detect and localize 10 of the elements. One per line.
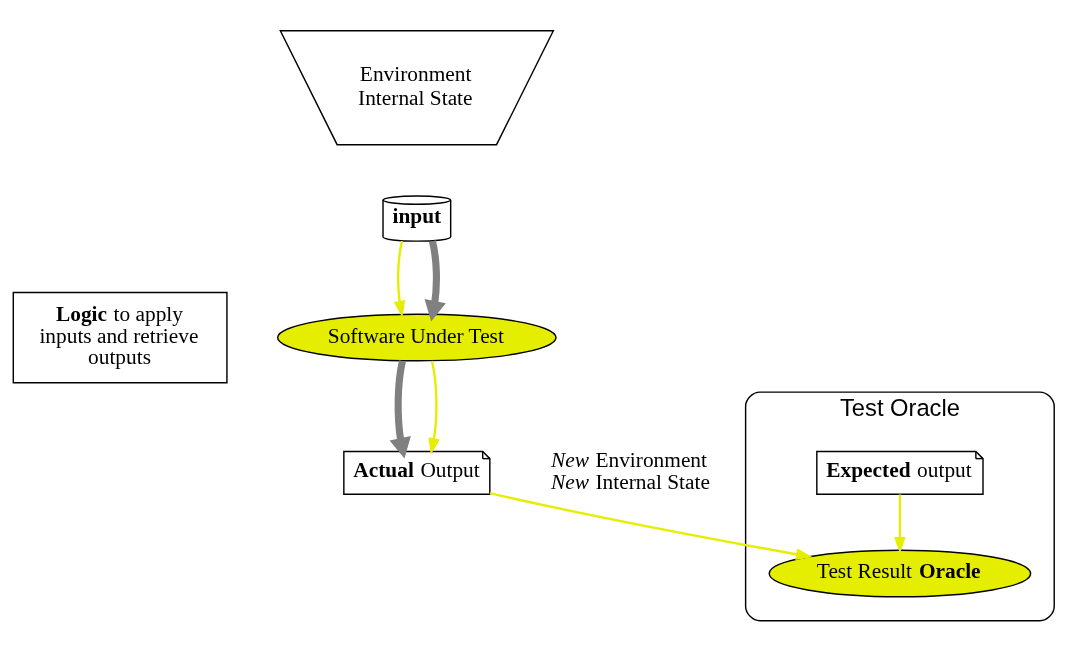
arrow xyxy=(424,239,446,321)
arrow xyxy=(393,240,406,317)
node-box: Logic to apply inputs and retrieve outputs xyxy=(12,291,228,383)
arrow xyxy=(389,359,411,459)
arrow xyxy=(489,491,813,560)
node-label: New Internal State xyxy=(550,469,710,494)
arrow xyxy=(428,360,440,455)
node-label: New Environment xyxy=(550,447,708,472)
node-ellipse: Software Under Test xyxy=(276,313,557,362)
arrow xyxy=(894,493,906,553)
